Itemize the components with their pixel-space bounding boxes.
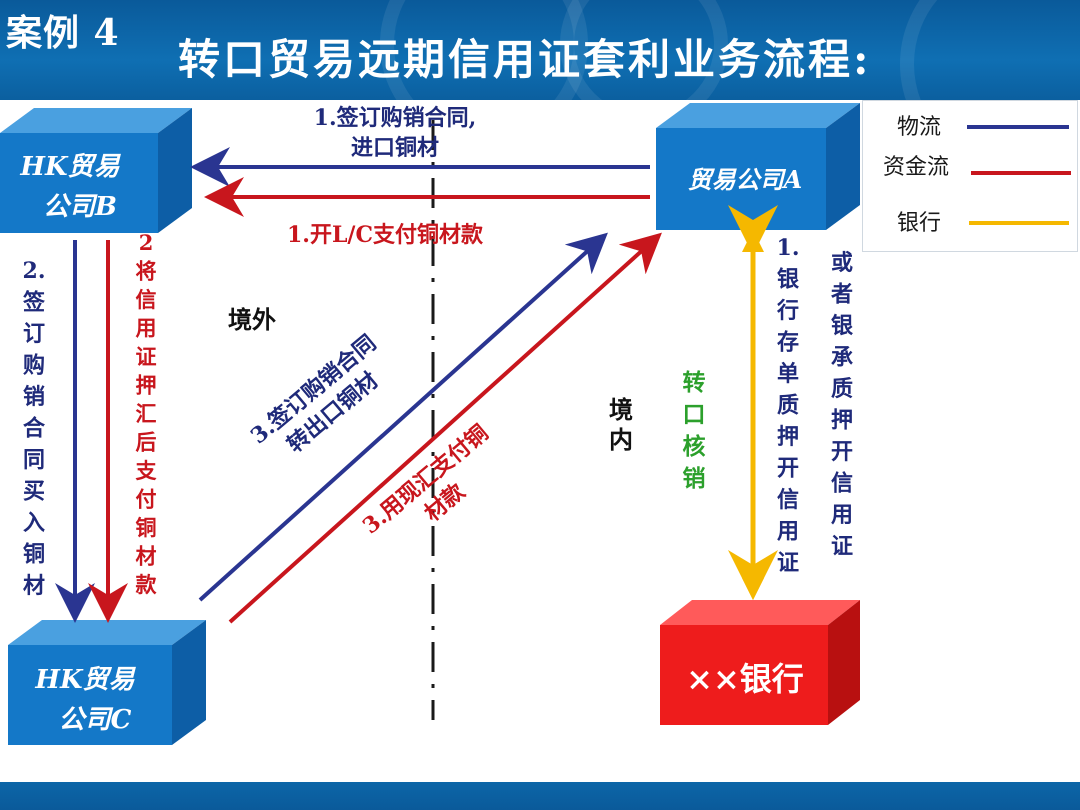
legend-line-bank bbox=[969, 221, 1069, 225]
reexport-char: 口 bbox=[683, 401, 706, 428]
step2-contract-char: 签 bbox=[22, 290, 46, 316]
step2-pay-char: 付 bbox=[136, 487, 157, 512]
node-hk-company-c: HK贸易 公司C bbox=[8, 620, 206, 745]
step2-contract-char: 材 bbox=[23, 573, 45, 599]
step1-bank-char: 用 bbox=[777, 519, 799, 545]
reexport-char: 销 bbox=[683, 465, 706, 492]
arrow-bank-a-bottom-head bbox=[742, 578, 764, 600]
or-bank-char: 押 bbox=[831, 408, 853, 434]
legend: 物流 资金流 银行 bbox=[862, 100, 1078, 252]
step1-bank-char: 存 bbox=[777, 330, 799, 356]
step2-pay-char: 证 bbox=[136, 344, 157, 369]
domestic-char: 内 bbox=[609, 426, 633, 454]
step2-pay-char: 后 bbox=[136, 430, 157, 455]
page-title: 转口贸易远期信用证套利业务流程: bbox=[178, 35, 872, 84]
step1-bank-char: 押 bbox=[777, 424, 799, 450]
step2-pay-char: 押 bbox=[136, 373, 157, 398]
step2-pay-char: 材 bbox=[136, 544, 157, 569]
or-bank-char: 用 bbox=[831, 502, 853, 528]
arrow-money-c-to-a bbox=[228, 232, 662, 624]
step2-pay-char: 铜 bbox=[136, 515, 157, 540]
step1-bank-char: 信 bbox=[777, 487, 799, 513]
legend-item-logistics: 物流 bbox=[863, 105, 1077, 145]
node-company-a: 贸易公司A bbox=[656, 103, 860, 230]
reexport-char: 核 bbox=[683, 433, 706, 460]
or-bank-char: 承 bbox=[831, 345, 853, 371]
label-step1-contract-line1: 1.签订购销合同, bbox=[314, 105, 477, 131]
step2-pay-char: 用 bbox=[136, 316, 157, 341]
label-step3-pay: 3.用现汇支付铜 材款 bbox=[358, 420, 493, 540]
step2-pay-char: 信 bbox=[136, 287, 157, 312]
step2-contract-char: 销 bbox=[23, 384, 45, 410]
step2-contract-char: 同 bbox=[23, 447, 45, 473]
step2-contract-char: 买 bbox=[23, 479, 45, 505]
step1-bank-char: 行 bbox=[776, 298, 799, 324]
step2-contract-char: 入 bbox=[23, 510, 45, 536]
or-bank-char: 证 bbox=[831, 534, 853, 560]
step2-pay-char: 汇 bbox=[136, 401, 157, 426]
label-abroad: 境外 bbox=[228, 306, 276, 334]
hk-c-label-line2: 公司C bbox=[59, 705, 132, 735]
label-step1-contract-line2: 进口铜材 bbox=[351, 135, 439, 161]
hk-c-label-line1: HK贸易 bbox=[34, 665, 136, 695]
step2-contract-char: 2. bbox=[23, 258, 46, 284]
step2-pay-char: 款 bbox=[136, 572, 158, 597]
bank-label: ××银行 bbox=[686, 660, 804, 698]
step2-contract-char: 铜 bbox=[23, 542, 45, 568]
or-bank-char: 信 bbox=[831, 471, 853, 497]
arrow-logistics-c-to-a bbox=[198, 232, 608, 602]
step1-bank-char: 单 bbox=[777, 361, 799, 387]
step2-pay-char: 2 bbox=[139, 230, 154, 255]
domestic-char: 境 bbox=[609, 396, 633, 424]
step1-bank-char: 质 bbox=[777, 393, 799, 419]
legend-item-money-flow: 资金流 bbox=[863, 149, 1077, 189]
case-label: 案例 4 bbox=[6, 12, 120, 54]
step2-pay-char: 将 bbox=[136, 259, 157, 284]
or-bank-char: 者 bbox=[830, 282, 853, 308]
label-step3-contract: 3.签订购销合同 转出口铜材 bbox=[246, 330, 383, 458]
step2-contract-char: 订 bbox=[23, 321, 45, 347]
legend-label-bank: 银行 bbox=[897, 211, 942, 236]
legend-label-logistics: 物流 bbox=[897, 115, 942, 140]
legend-line-logistics bbox=[967, 125, 1069, 129]
step2-contract-char: 购 bbox=[23, 353, 45, 379]
node-hk-company-b: HK贸易 公司B bbox=[0, 108, 192, 233]
legend-label-money-flow: 资金流 bbox=[883, 155, 950, 180]
or-bank-char: 或 bbox=[831, 250, 853, 276]
or-bank-char: 银 bbox=[831, 313, 854, 339]
or-bank-char: 开 bbox=[831, 439, 853, 465]
step1-bank-char: 银 bbox=[777, 267, 800, 293]
step1-bank-char: 1. bbox=[777, 235, 800, 261]
step1-bank-char: 开 bbox=[777, 456, 799, 482]
label-step1-lc: 1.开L/C支付铜材款 bbox=[287, 222, 484, 248]
step1-bank-char: 证 bbox=[777, 550, 799, 576]
legend-line-money-flow bbox=[971, 171, 1071, 175]
node-bank: ××银行 bbox=[660, 600, 860, 725]
step2-contract-char: 合 bbox=[23, 416, 46, 442]
hk-b-label-line1: HK贸易 bbox=[19, 152, 121, 182]
label-domestic: 境内 bbox=[609, 396, 633, 454]
reexport-char: 转 bbox=[683, 369, 706, 396]
arrow-bank-a-top-head bbox=[742, 230, 764, 252]
or-bank-char: 质 bbox=[831, 376, 853, 402]
legend-item-bank: 银行 bbox=[863, 203, 1077, 243]
hk-b-label-line2: 公司B bbox=[43, 192, 117, 222]
company-a-label: 贸易公司A bbox=[688, 165, 803, 194]
footer-bar bbox=[0, 782, 1080, 810]
step2-pay-char: 支 bbox=[136, 458, 158, 483]
